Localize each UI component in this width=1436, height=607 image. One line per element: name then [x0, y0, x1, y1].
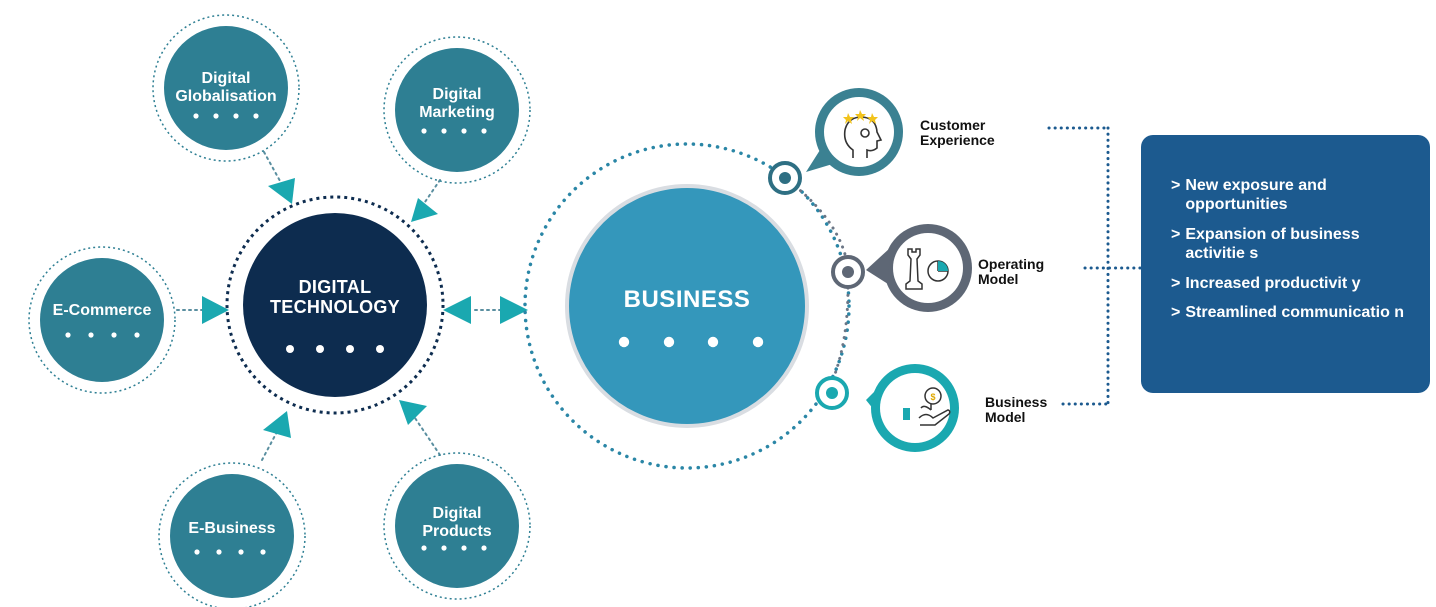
- benefits-list: >New exposure and opportunities >Expansi…: [1171, 177, 1421, 334]
- aspect-label-operating-model: Operating Model: [978, 256, 1045, 288]
- arrow-from-ebusiness: [263, 411, 291, 438]
- aspect-node-customer: [768, 161, 802, 195]
- business-hub[interactable]: [523, 142, 851, 470]
- bullet-chevron-icon: >: [1171, 225, 1181, 243]
- core-label: DIGITAL TECHNOLOGY: [269, 277, 400, 318]
- arrow-from-globalisation: [268, 178, 295, 204]
- head-stars-icon: [843, 116, 883, 158]
- star-icons: [843, 110, 878, 124]
- arrowheads: [202, 178, 528, 438]
- benefit-text: Expansion of business activitie s: [1185, 225, 1360, 262]
- aspect-path: [793, 184, 850, 384]
- satellite-label-e-commerce: E-Commerce: [52, 302, 152, 319]
- satellite-label-digital-globalisation: Digital Globalisation: [175, 70, 277, 105]
- aspect-label-customer-experience: Customer Experience: [920, 117, 995, 149]
- benefit-item: >Expansion of business activitie s: [1171, 226, 1421, 264]
- customer-experience-bubble: [806, 88, 903, 176]
- bullet-chevron-icon: >: [1171, 177, 1181, 194]
- arrow-to-core: [443, 296, 471, 324]
- satellite-e-business[interactable]: [158, 462, 306, 607]
- bullet-chevron-icon: >: [1171, 274, 1181, 292]
- satellite-digital-globalisation[interactable]: [152, 14, 300, 162]
- arrow-from-marketing: [411, 198, 438, 222]
- benefit-item: >Streamlined communicatio n: [1171, 304, 1421, 323]
- satellite-e-commerce[interactable]: [28, 246, 176, 394]
- arrow-from-products: [399, 400, 427, 425]
- arrow-from-ecommerce: [202, 296, 229, 324]
- business-label: BUSINESS: [623, 286, 751, 313]
- aspect-label-business-model: Business Model: [985, 394, 1048, 426]
- benefit-item: >Increased productivit y: [1171, 275, 1421, 294]
- satellite-digital-products[interactable]: [383, 452, 531, 600]
- benefit-text: New exposure and opportunities: [1185, 177, 1327, 213]
- satellite-label-digital-marketing: Digital Marketing: [419, 86, 495, 121]
- satellite-digital-marketing[interactable]: [383, 36, 531, 184]
- operating-model-bubble: [866, 224, 972, 312]
- business-model-bubble: $: [866, 364, 959, 452]
- satellite-label-digital-products: Digital Products: [422, 505, 492, 540]
- bullet-chevron-icon: >: [1171, 304, 1181, 322]
- svg-text:$: $: [930, 392, 935, 402]
- aspect-node-operating: [831, 255, 865, 289]
- benefits-panel: >New exposure and opportunities >Expansi…: [1141, 135, 1430, 393]
- satellite-label-e-business: E-Business: [188, 520, 276, 537]
- benefit-item: >New exposure and opportunities: [1171, 177, 1421, 215]
- aspect-node-business-model: [815, 376, 849, 410]
- benefit-text: Increased productivit y: [1185, 274, 1361, 292]
- bracket-connector: [1047, 126, 1142, 406]
- arrow-to-business: [500, 296, 528, 324]
- hand-plant-dollar-icon: [918, 387, 951, 426]
- benefit-text: Streamlined communicatio n: [1185, 304, 1405, 322]
